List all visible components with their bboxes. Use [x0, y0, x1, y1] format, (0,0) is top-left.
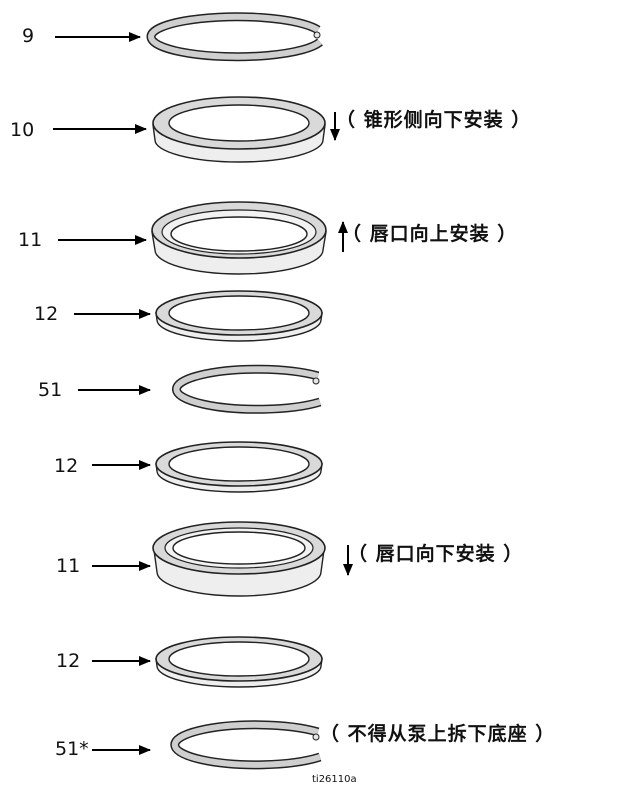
part-label-12-3: 12: [56, 650, 80, 672]
part-10-tapered-ring: [152, 96, 326, 163]
part-label-12-2: 12: [54, 455, 78, 477]
part-51-star-split-ring: [170, 720, 322, 770]
figure-reference: ti26110a: [312, 774, 357, 785]
install-note-51-star: （ 不得从泵上拆下底座 ）: [320, 722, 555, 745]
part-label-9: 9: [22, 25, 34, 47]
part-12-ring-3: [155, 636, 323, 688]
install-note-11-lower: （ 唇口向下安装 ）: [348, 542, 523, 565]
part-11-lip-seal-lower: [152, 521, 326, 597]
part-label-11-upper: 11: [18, 229, 42, 251]
part-12-ring-1: [155, 290, 323, 342]
part-label-11-lower: 11: [56, 555, 80, 577]
part-label-51-star: 51*: [55, 738, 89, 760]
part-12-ring-2: [155, 441, 323, 493]
install-note-11-upper: （ 唇口向上安装 ）: [342, 222, 517, 245]
part-9-retaining-ring: [146, 12, 323, 62]
part-label-12-1: 12: [34, 303, 58, 325]
install-note-10: （ 锥形侧向下安装 ）: [336, 108, 531, 131]
part-label-10: 10: [10, 119, 34, 141]
part-11-lip-seal-upper: [151, 201, 327, 275]
part-51-split-ring: [172, 364, 322, 414]
part-label-51: 51: [38, 379, 62, 401]
